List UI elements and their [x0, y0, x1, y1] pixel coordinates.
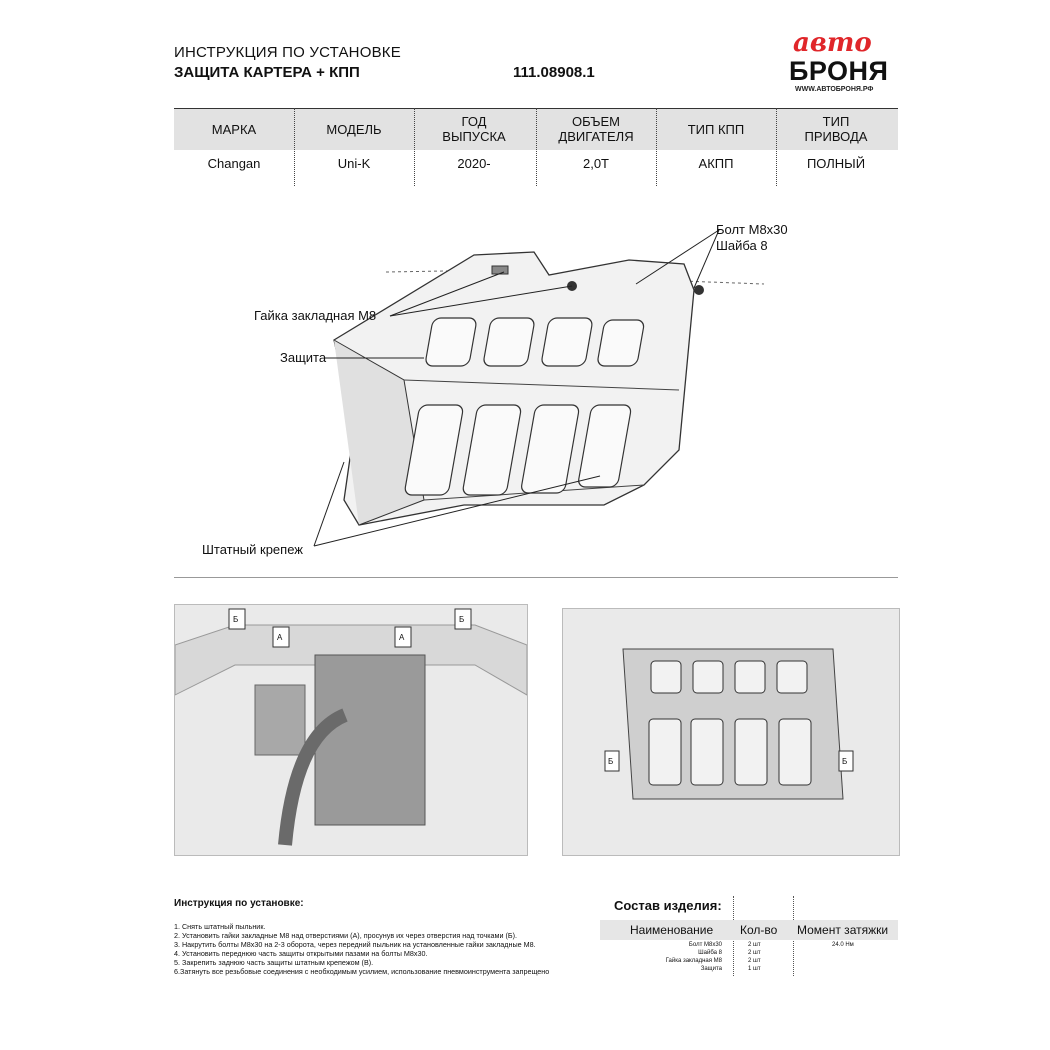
- bolt-icon: [694, 285, 704, 295]
- instruction-step: 2. Установить гайки закладные М8 над отв…: [174, 931, 517, 940]
- label-bolt: Болт М8х30: [716, 222, 788, 237]
- product-title: ЗАЩИТА КАРТЕРА + КПП: [174, 64, 360, 81]
- table-row: Защита 1 шт: [700, 966, 761, 972]
- marker-b: Б: [459, 615, 465, 624]
- table-row: Гайка закладная М8 2 шт: [665, 958, 761, 964]
- nut-icon: [491, 265, 509, 275]
- marker-a: А: [399, 633, 405, 642]
- logo-website: WWW.АВТОБРОНЯ.РФ: [795, 86, 874, 93]
- instruction-step: 5. Закрепить заднюю часть защиты штатным…: [174, 958, 374, 967]
- value-make: Changan: [207, 156, 261, 171]
- marker-a: А: [277, 633, 283, 642]
- label-mount: Штатный крепеж: [202, 542, 303, 557]
- photo-underbody-installed: Б Б: [562, 608, 900, 856]
- table-row: Болт М8х30 2 шт 24.0 Нм: [688, 942, 854, 948]
- marker-b: Б: [233, 615, 239, 624]
- composition-header: Наименование Кол-во Момент затяжки: [600, 920, 898, 940]
- col-qty: Кол-во: [740, 923, 778, 937]
- value-drive: ПОЛНЫЙ: [806, 156, 866, 171]
- composition-title: Состав изделия:: [614, 898, 722, 913]
- section-divider: [174, 577, 898, 578]
- instruction-step: 4. Установить переднюю часть защиты откр…: [174, 949, 428, 958]
- photo-underbody-before: Б А А Б: [174, 604, 528, 856]
- instruction-step: 3. Накрутить болты М8х30 на 2-3 оборота,…: [174, 940, 536, 949]
- marker-b: Б: [842, 757, 848, 766]
- header-model: МОДЕЛЬ: [326, 122, 382, 137]
- col-name: Наименование: [630, 923, 714, 937]
- instructions-list: 1. Снять штатный пыльник. 2. Установить …: [174, 922, 574, 976]
- value-model: Uni-K: [337, 156, 371, 171]
- instruction-step: 1. Снять штатный пыльник.: [174, 922, 266, 931]
- marker-b: Б: [608, 757, 614, 766]
- document-title: ИНСТРУКЦИЯ ПО УСТАНОВКЕ: [174, 44, 401, 61]
- value-transmission: АКПП: [698, 156, 734, 171]
- label-washer: Шайба 8: [716, 238, 768, 253]
- label-guard: Защита: [280, 350, 327, 365]
- col-torque: Момент затяжки: [797, 923, 889, 937]
- header-transmission: ТИП КПП: [687, 122, 745, 137]
- table-row: Шайба 8 2 шт: [698, 950, 761, 956]
- header-make: МАРКА: [211, 122, 257, 137]
- logo-brand: БРОНЯ: [789, 56, 889, 86]
- value-year: 2020-: [457, 156, 491, 171]
- logo-script: авто: [793, 28, 872, 58]
- value-engine: 2,0T: [582, 156, 609, 171]
- brand-logo: авто БРОНЯ WWW.АВТОБРОНЯ.РФ: [775, 28, 905, 98]
- part-number: 111.08908.1: [513, 64, 595, 81]
- instructions-title: Инструкция по установке:: [174, 898, 304, 909]
- instruction-step: 6.Затянуть все резьбовые соединения с не…: [174, 967, 550, 976]
- skid-plate-diagram: [313, 229, 765, 547]
- label-nut: Гайка закладная М8: [254, 308, 377, 323]
